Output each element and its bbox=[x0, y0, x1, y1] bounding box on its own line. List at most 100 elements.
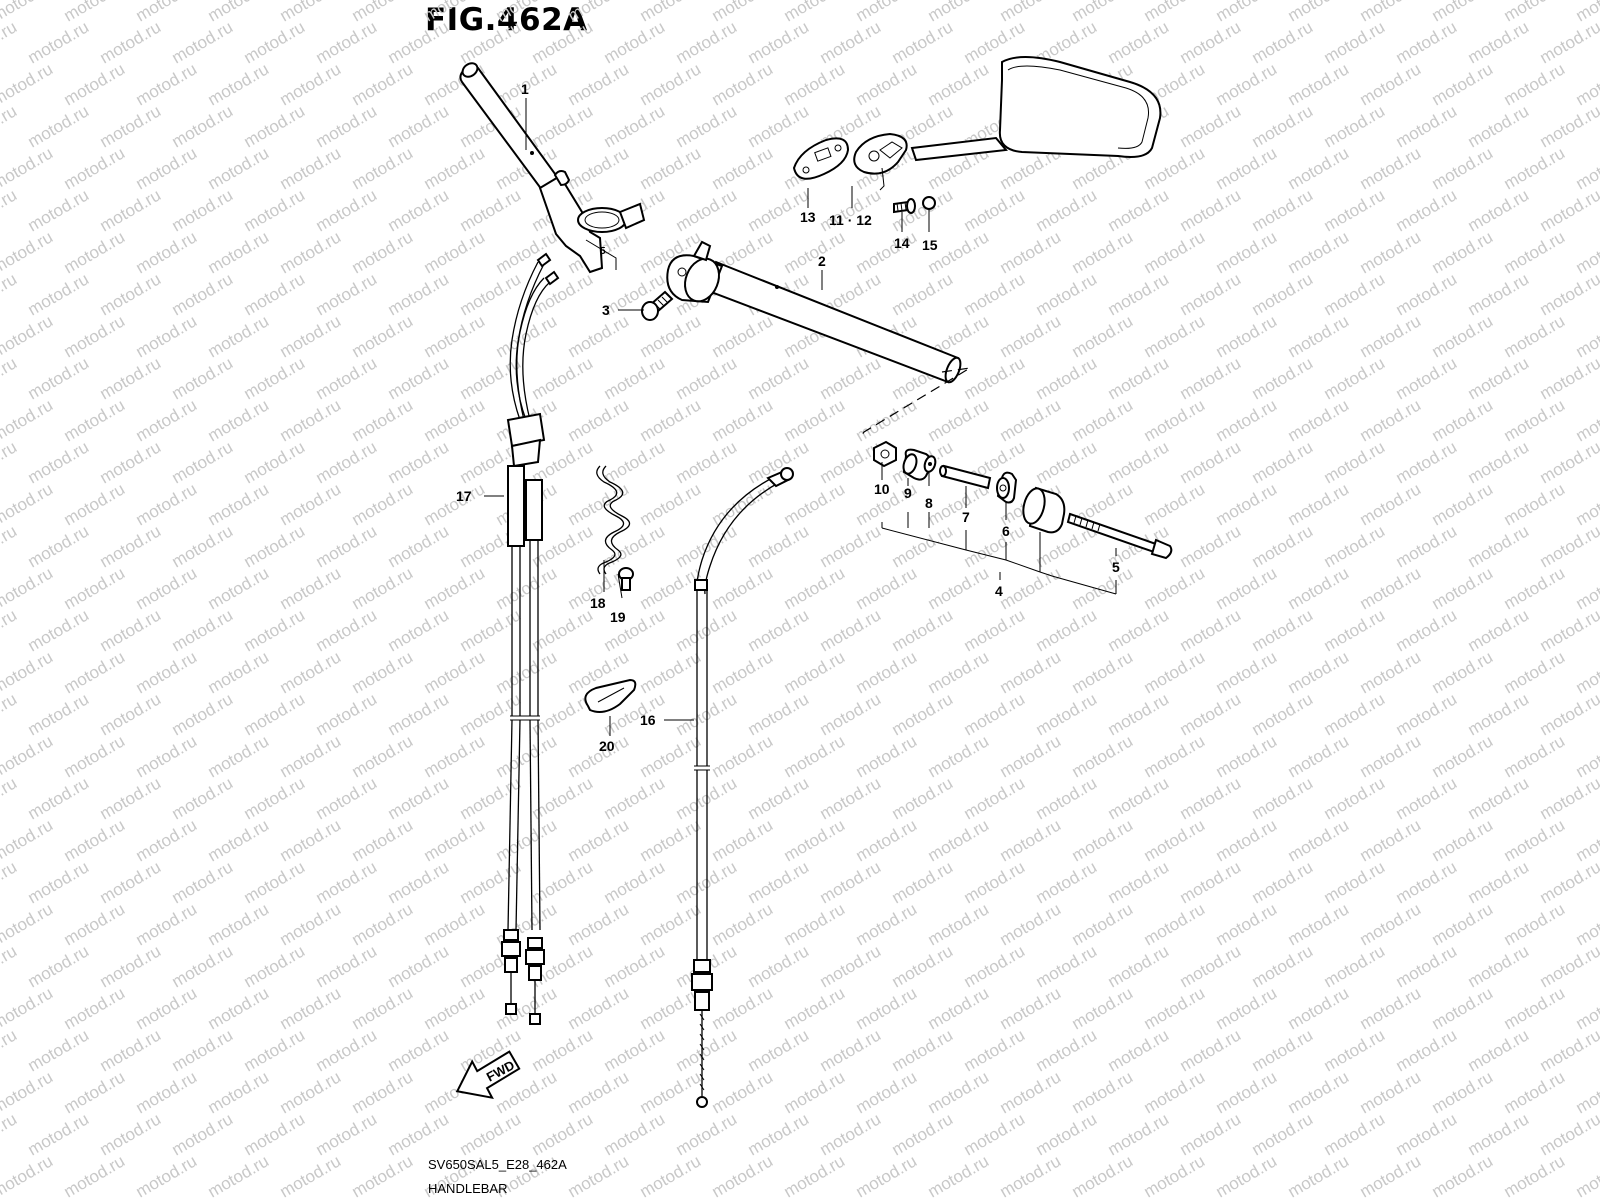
watermark-text: motod.ru bbox=[1249, 941, 1317, 991]
watermark-text: motod.ru bbox=[493, 311, 561, 361]
callout-18: 18 bbox=[590, 595, 606, 611]
watermark-text: motod.ru bbox=[637, 899, 705, 949]
watermark-text: motod.ru bbox=[817, 857, 885, 907]
watermark-text: motod.ru bbox=[385, 857, 453, 907]
part-18-clamp bbox=[596, 465, 631, 575]
watermark-text: motod.ru bbox=[781, 479, 849, 529]
watermark-text: motod.ru bbox=[313, 17, 381, 67]
watermark-text: motod.ru bbox=[709, 563, 777, 613]
cable-end-left bbox=[501, 929, 521, 1015]
watermark-text: motod.ru bbox=[961, 269, 1029, 319]
watermark-text: motod.ru bbox=[889, 773, 957, 823]
watermark-text: motod.ru bbox=[1393, 185, 1461, 235]
watermark-text: motod.ru bbox=[1285, 0, 1353, 25]
watermark-text: motod.ru bbox=[637, 1067, 705, 1117]
watermark-text: motod.ru bbox=[61, 143, 129, 193]
callout-9: 9 bbox=[904, 485, 912, 501]
watermark-text: motod.ru bbox=[97, 857, 165, 907]
watermark-text: motod.ru bbox=[25, 269, 93, 319]
callout-4: 4 bbox=[995, 583, 1003, 599]
part-1-left-handlebar: 5 bbox=[459, 62, 646, 274]
watermark-text: motod.ru bbox=[1573, 227, 1600, 277]
watermark-text: motod.ru bbox=[61, 983, 129, 1033]
watermark-text: motod.ru bbox=[1501, 1151, 1569, 1200]
watermark-text: motod.ru bbox=[925, 1067, 993, 1117]
watermark-text: motod.ru bbox=[1033, 185, 1101, 235]
watermark-text: motod.ru bbox=[25, 689, 93, 739]
watermark-text: motod.ru bbox=[277, 311, 345, 361]
watermark-text: motod.ru bbox=[133, 1067, 201, 1117]
watermark-text: motod.ru bbox=[385, 1025, 453, 1075]
watermark-text: motod.ru bbox=[241, 941, 309, 991]
watermark-text: motod.ru bbox=[565, 983, 633, 1033]
cable-end-right bbox=[525, 937, 545, 1025]
watermark-text: motod.ru bbox=[1069, 983, 1137, 1033]
watermark-text: motod.ru bbox=[1069, 899, 1137, 949]
watermark-text: motod.ru bbox=[205, 815, 273, 865]
watermark-text: motod.ru bbox=[1537, 185, 1600, 235]
watermark-text: motod.ru bbox=[313, 101, 381, 151]
watermark-text: motod.ru bbox=[1177, 437, 1245, 487]
callout-20: 20 bbox=[599, 738, 615, 754]
watermark-text: motod.ru bbox=[1213, 731, 1281, 781]
watermark-text: motod.ru bbox=[1537, 773, 1600, 823]
callout-leaders bbox=[484, 98, 1117, 736]
watermark-text: motod.ru bbox=[1465, 605, 1533, 655]
watermark-text: motod.ru bbox=[1105, 437, 1173, 487]
watermark-text: motod.ru bbox=[637, 59, 705, 109]
watermark-text: motod.ru bbox=[673, 101, 741, 151]
watermark-text: motod.ru bbox=[601, 353, 669, 403]
watermark-text: motod.ru bbox=[1537, 17, 1600, 67]
watermark-text: motod.ru bbox=[457, 17, 525, 67]
watermark-text: motod.ru bbox=[1537, 689, 1600, 739]
watermark-text: motod.ru bbox=[1321, 101, 1389, 151]
watermark-text: motod.ru bbox=[565, 815, 633, 865]
watermark-text: motod.ru bbox=[493, 647, 561, 697]
watermark-text: motod.ru bbox=[709, 59, 777, 109]
watermark-text: motod.ru bbox=[1537, 521, 1600, 571]
watermark-text: motod.ru bbox=[853, 0, 921, 25]
watermark-text: motod.ru bbox=[1069, 395, 1137, 445]
watermark-text: motod.ru bbox=[1285, 815, 1353, 865]
part-7-pin bbox=[939, 464, 992, 490]
watermark-text: motod.ru bbox=[781, 983, 849, 1033]
part-11-12-mirror bbox=[853, 56, 1162, 191]
watermark-text: motod.ru bbox=[1033, 353, 1101, 403]
watermark-text: motod.ru bbox=[1285, 395, 1353, 445]
watermark-text: motod.ru bbox=[817, 353, 885, 403]
watermark-text: motod.ru bbox=[1141, 0, 1209, 25]
watermark-text: motod.ru bbox=[205, 647, 273, 697]
watermark-text: motod.ru bbox=[781, 227, 849, 277]
watermark-text: motod.ru bbox=[889, 521, 957, 571]
watermark-text: motod.ru bbox=[1357, 395, 1425, 445]
watermark-text: motod.ru bbox=[97, 1025, 165, 1075]
watermark-text: motod.ru bbox=[1501, 479, 1569, 529]
watermark-text: motod.ru bbox=[277, 731, 345, 781]
watermark-text: motod.ru bbox=[1105, 605, 1173, 655]
watermark-text: motod.ru bbox=[493, 983, 561, 1033]
watermark-text: motod.ru bbox=[205, 227, 273, 277]
watermark-text: motod.ru bbox=[529, 1025, 597, 1075]
watermark-text: motod.ru bbox=[1105, 17, 1173, 67]
watermark-text: motod.ru bbox=[889, 941, 957, 991]
watermark-text: motod.ru bbox=[781, 563, 849, 613]
watermark-text: motod.ru bbox=[349, 227, 417, 277]
watermark-text: motod.ru bbox=[1429, 0, 1497, 25]
watermark-text: motod.ru bbox=[1321, 857, 1389, 907]
watermark-text: motod.ru bbox=[1321, 1025, 1389, 1075]
watermark-text: motod.ru bbox=[1213, 143, 1281, 193]
watermark-text: motod.ru bbox=[781, 0, 849, 25]
watermark-text: motod.ru bbox=[1285, 143, 1353, 193]
watermark-text: motod.ru bbox=[1141, 731, 1209, 781]
watermark-text: motod.ru bbox=[97, 1109, 165, 1159]
watermark-text: motod.ru bbox=[457, 185, 525, 235]
watermark-text: motod.ru bbox=[1465, 101, 1533, 151]
watermark-text: motod.ru bbox=[1501, 815, 1569, 865]
watermark-text: motod.ru bbox=[961, 857, 1029, 907]
watermark-text: motod.ru bbox=[1141, 647, 1209, 697]
part-19-bolt bbox=[618, 567, 634, 591]
watermark-text: motod.ru bbox=[241, 689, 309, 739]
watermark-text: motod.ru bbox=[133, 227, 201, 277]
watermark-text: motod.ru bbox=[1033, 437, 1101, 487]
